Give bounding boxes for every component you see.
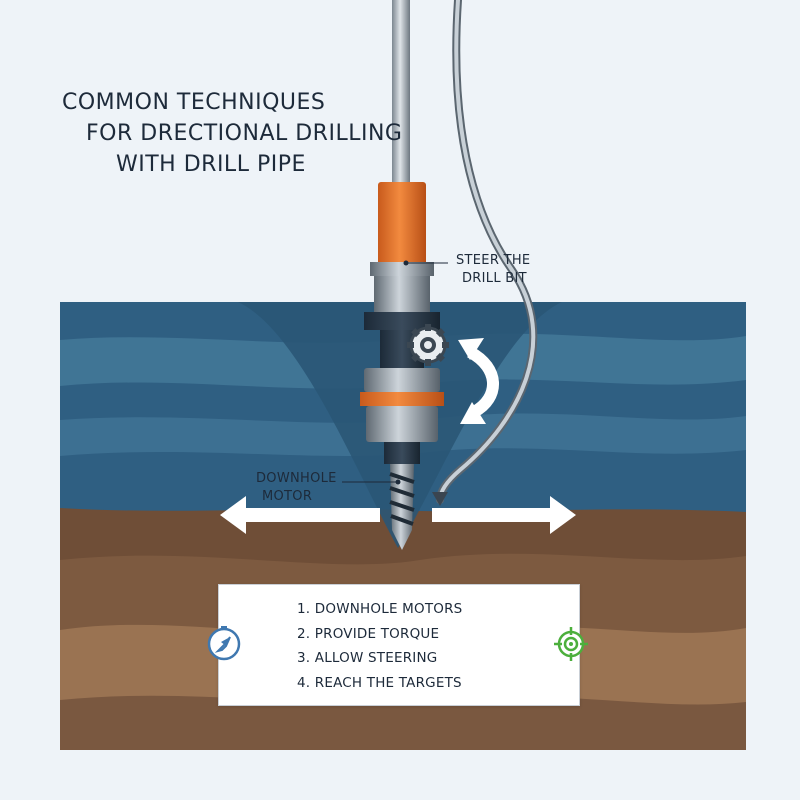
steer-callout-dot [403,260,409,266]
upper-flange [370,262,434,276]
motor-callout-dot [395,479,401,485]
gear-icon [407,324,449,366]
target-icon [554,627,588,661]
steer-callout-line-2: DRILL BIT [462,271,527,286]
title-line-1: COMMON TECHNIQUES [62,90,326,115]
drill-string [360,0,444,550]
upper-sub [374,276,430,314]
steps-panel: 1. DOWNHOLE MOTORS 2. PROVIDE TORQUE 3. … [218,584,580,706]
drill-pipe [392,0,410,184]
steering-cable-highlight [438,0,536,502]
list-item: 4. REACH THE TARGETS [297,674,462,691]
lateral-arrows [220,496,576,534]
orange-ring [360,392,444,406]
curved-double-arrow-icon [458,338,499,424]
arrow-right-icon [432,496,576,534]
motor-callout-line-1: DOWNHOLE [256,471,337,486]
arrow-left-icon [220,496,380,534]
bit-sub [384,442,420,464]
list-item: 1. DOWNHOLE MOTORS [297,601,463,617]
steps-list: 1. DOWNHOLE MOTORS 2. PROVIDE TORQUE 3. … [297,597,462,695]
list-item: 3. ALLOW STEERING [297,650,438,666]
steer-callout-label: STEER THE DRILL BIT [456,252,530,288]
soil-band-3 [60,695,746,750]
drill-bit-flutes [389,472,415,526]
motor-callout-label: DOWNHOLE MOTOR [256,470,337,506]
title-line-2: FOR DRECTIONAL DRILLING [86,121,403,146]
orange-collar [378,182,426,266]
compass-icon [207,626,241,661]
steering-tip [432,492,448,506]
motor-ring-lower [366,406,438,442]
steer-callout-line-1: STEER THE [456,253,531,268]
list-item: 2. PROVIDE TORQUE [297,625,440,642]
callout-lines [342,260,448,485]
motor-callout-line-2: MOTOR [262,489,313,504]
title-line-3: WITH DRILL PIPE [116,152,306,177]
bearing-housing [364,312,440,330]
motor-ring-upper [364,368,440,392]
